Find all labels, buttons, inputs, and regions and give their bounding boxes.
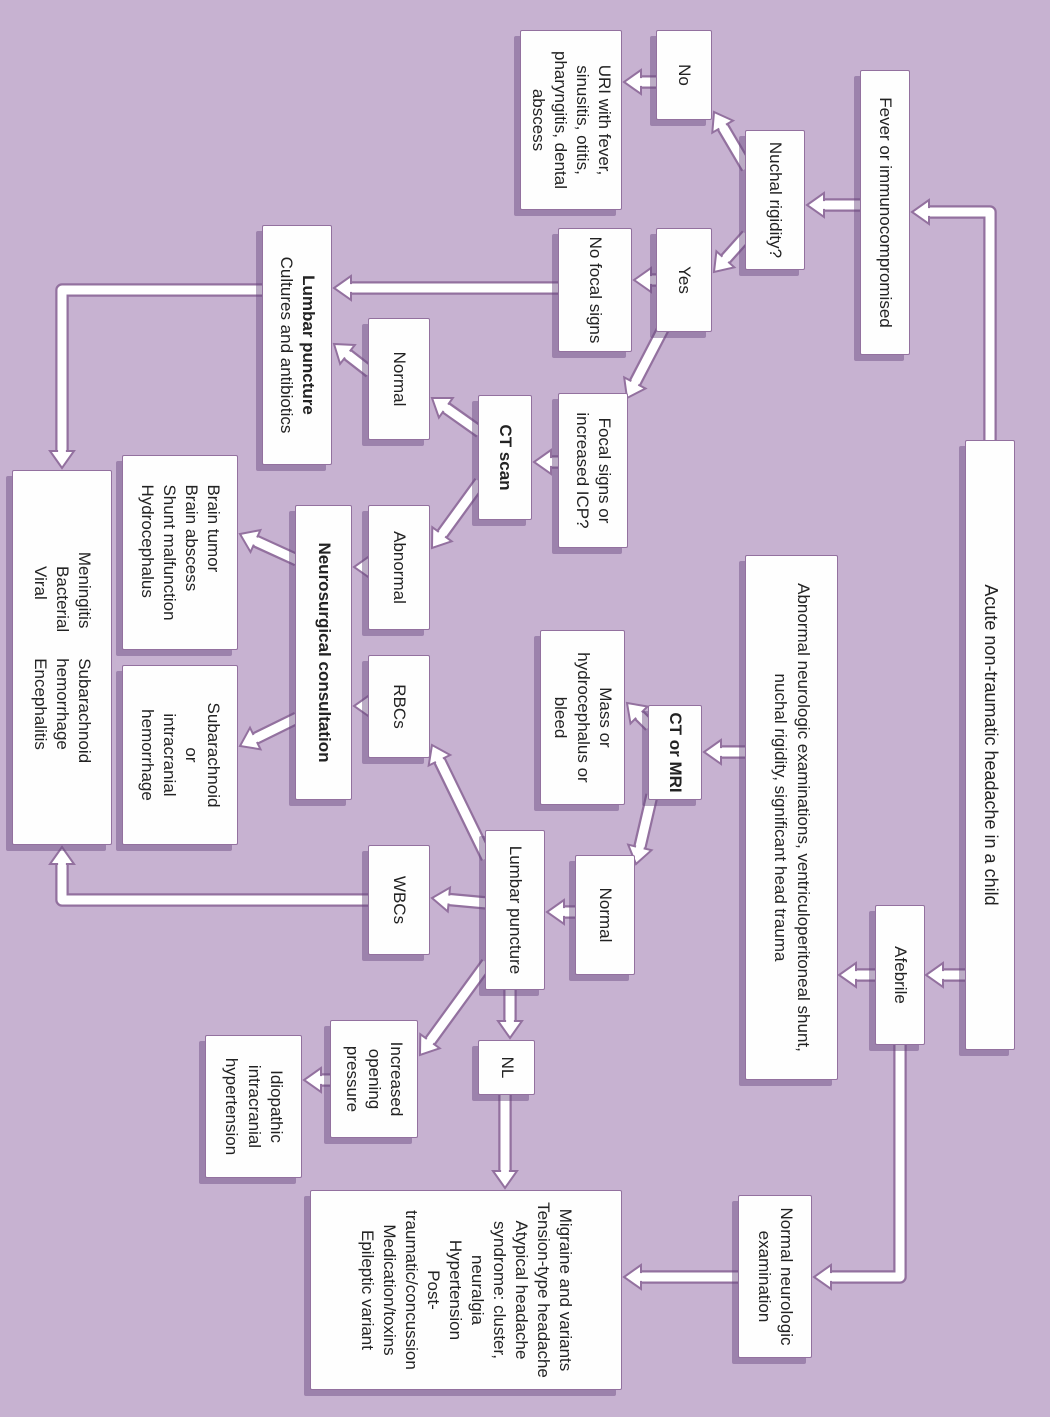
flow-arrow — [702, 738, 747, 766]
flow-arrow — [48, 845, 370, 907]
node-fever: Fever or immunocompromised — [860, 70, 910, 355]
flow-arrow — [924, 961, 969, 989]
flow-arrow — [496, 988, 524, 1040]
node-focal-signs-icp: Focal signs or increased ICP? — [558, 393, 628, 548]
node-uri: URI with fever, sinusitis, otitis, phary… — [520, 30, 622, 210]
node-meningitis-col2: Subarachnoid hemorrhage Encephalitis — [30, 658, 95, 764]
node-yes-label: Yes — [675, 266, 695, 294]
flow-arrow — [625, 701, 655, 731]
node-benign-headache-list-label: Migraine and variants Tension-type heada… — [357, 1202, 576, 1378]
flow-arrow — [711, 110, 753, 172]
node-lumbar-puncture: Lumbar puncture — [485, 830, 545, 990]
node-ct-normal-label: Normal — [390, 351, 410, 407]
node-root: Acute non-traumatic headache in a child — [965, 440, 1015, 1050]
node-increased-opening-pressure: Increased opening pressure — [330, 1020, 418, 1138]
flow-arrow — [430, 397, 484, 438]
node-abnormal-neuro-exam-label: Abnormal neurologic examinations, ventri… — [771, 583, 813, 1052]
node-focal-signs-icp-label: Focal signs or increased ICP? — [573, 412, 615, 529]
node-mass-hydrocephalus-bleed: Mass or hydrocephalus or bleed — [540, 630, 625, 805]
flow-arrow — [545, 898, 577, 926]
node-ct-or-mri-label: CT or MRI — [666, 712, 686, 793]
flow-arrow — [430, 885, 488, 914]
node-abnormal-neuro-exam: Abnormal neurologic examinations, ventri… — [745, 555, 838, 1080]
node-neurosurgical-consultation-label: Neurosurgical consultation — [314, 542, 334, 763]
flow-arrow — [626, 793, 659, 866]
flow-arrow — [332, 274, 560, 302]
flow-arrow — [622, 323, 670, 400]
node-nl-label: NL — [497, 1056, 517, 1079]
flow-arrow — [418, 959, 493, 1057]
node-lumbar-puncture-cultures-title: Lumbar puncture — [299, 275, 319, 415]
node-nuchal-rigidity: Nuchal rigidity? — [745, 130, 805, 270]
flow-arrow — [812, 1041, 907, 1291]
node-no-focal-signs-label: No focal signs — [586, 236, 606, 344]
node-ct-or-mri: CT or MRI — [648, 705, 702, 800]
node-mri-normal-label: Normal — [596, 887, 616, 943]
node-idiopathic-intracranial-hypertension: Idiopathic intracranial hypertension — [205, 1035, 302, 1178]
node-no-label: No — [675, 64, 695, 86]
node-subarachnoid-hemorrhage: Subarachnoid or intracranial hemorrhage — [122, 665, 238, 845]
node-lumbar-puncture-cultures-subtitle: Cultures and antibiotics — [277, 256, 296, 434]
node-increased-opening-pressure-label: Increased opening pressure — [342, 1041, 407, 1117]
flow-arrow — [622, 1263, 740, 1291]
flow-arrow — [430, 478, 486, 550]
node-nl: NL — [478, 1040, 535, 1095]
node-uri-label: URI with fever, sinusitis, otitis, phary… — [528, 51, 615, 189]
node-fever-label: Fever or immunocompromised — [876, 97, 896, 328]
node-lumbar-puncture-cultures: Lumbar puncture Cultures and antibiotics — [262, 225, 332, 465]
node-lumbar-puncture-label: Lumbar puncture — [506, 845, 526, 975]
flow-arrow — [632, 266, 658, 294]
node-ct-scan-label: CT scan — [496, 424, 516, 491]
node-root-label: Acute non-traumatic headache in a child — [980, 584, 1001, 906]
flow-arrow — [332, 342, 375, 378]
flow-arrow — [238, 711, 300, 751]
flow-arrow — [805, 191, 864, 219]
node-yes: Yes — [656, 228, 712, 332]
node-no: No — [656, 30, 712, 120]
flow-arrow — [302, 1066, 332, 1094]
node-ct-normal: Normal — [368, 318, 430, 440]
node-meningitis-group: Meningitis Bacterial Viral Subarachnoid … — [12, 470, 112, 845]
flow-arrow — [491, 1093, 519, 1190]
node-normal-neuro-exam-label: Normal neurologic examination — [755, 1207, 797, 1346]
node-neurosurgical-consultation: Neurosurgical consultation — [295, 505, 352, 800]
node-rbcs: RBCs — [368, 655, 430, 758]
node-brain-tumor-list-label: Brain tumor Brain abscess Shunt malfunct… — [137, 484, 224, 621]
flow-arrow — [532, 448, 560, 476]
node-brain-tumor-list: Brain tumor Brain abscess Shunt malfunct… — [122, 455, 238, 650]
flow-arrow — [910, 198, 997, 444]
node-no-focal-signs: No focal signs — [558, 228, 632, 352]
node-ct-abnormal: Abnormal — [368, 505, 430, 630]
flow-arrow — [712, 230, 753, 274]
node-ct-abnormal-label: Abnormal — [390, 531, 410, 604]
node-normal-neuro-exam: Normal neurologic examination — [738, 1195, 812, 1358]
node-mri-normal: Normal — [575, 855, 635, 975]
node-mass-hydrocephalus-bleed-label: Mass or hydrocephalus or bleed — [551, 652, 615, 783]
node-afebrile: Afebrile — [875, 905, 925, 1045]
flow-arrow — [427, 743, 494, 861]
node-benign-headache-list: Migraine and variants Tension-type heada… — [310, 1190, 622, 1390]
flow-arrow — [622, 68, 660, 96]
node-wbcs-label: WBCs — [390, 875, 410, 925]
node-idiopathic-intracranial-hypertension-label: Idiopathic intracranial hypertension — [222, 1057, 286, 1156]
node-afebrile-label: Afebrile — [891, 946, 911, 1004]
node-ct-scan: CT scan — [478, 395, 532, 520]
node-meningitis-col1: Meningitis Bacterial Viral — [30, 551, 95, 633]
node-nuchal-rigidity-label: Nuchal rigidity? — [766, 141, 786, 259]
node-wbcs: WBCs — [368, 845, 430, 955]
flow-arrow — [48, 283, 264, 470]
flow-arrow — [837, 961, 878, 989]
node-rbcs-label: RBCs — [390, 684, 410, 729]
node-subarachnoid-hemorrhage-label: Subarachnoid or intracranial hemorrhage — [137, 702, 224, 808]
flow-arrow — [238, 528, 300, 567]
